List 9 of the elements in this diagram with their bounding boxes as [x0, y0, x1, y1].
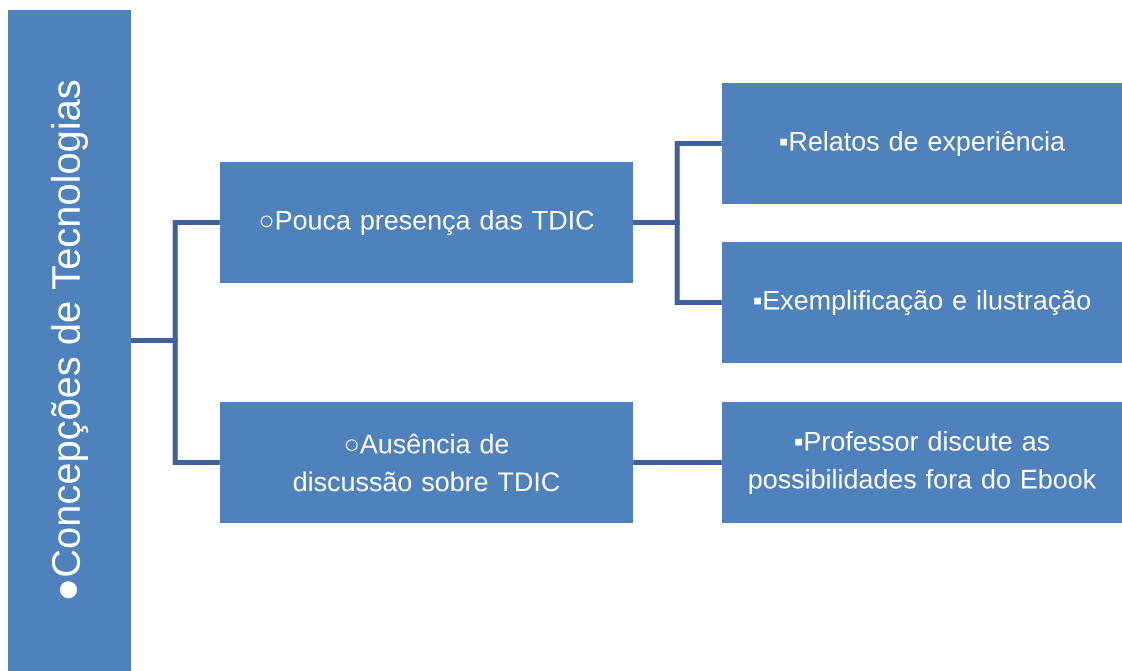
topic-box: ○Pouca presença das TDIC: [220, 162, 633, 283]
topic-box: ○Ausência de discussão sobre TDIC: [220, 402, 633, 523]
category-bar: ●Concepções de Tecnologias: [8, 10, 131, 671]
topic-box: ▪Relatos de experiência: [722, 83, 1122, 204]
connector: [131, 338, 220, 465]
connector: [633, 460, 722, 465]
connector: [633, 220, 722, 305]
topic-box: ▪Professor discute as possibilidades fora do Ebook: [722, 402, 1122, 523]
topic-box: ▪Exemplificação e ilustração: [722, 242, 1122, 363]
